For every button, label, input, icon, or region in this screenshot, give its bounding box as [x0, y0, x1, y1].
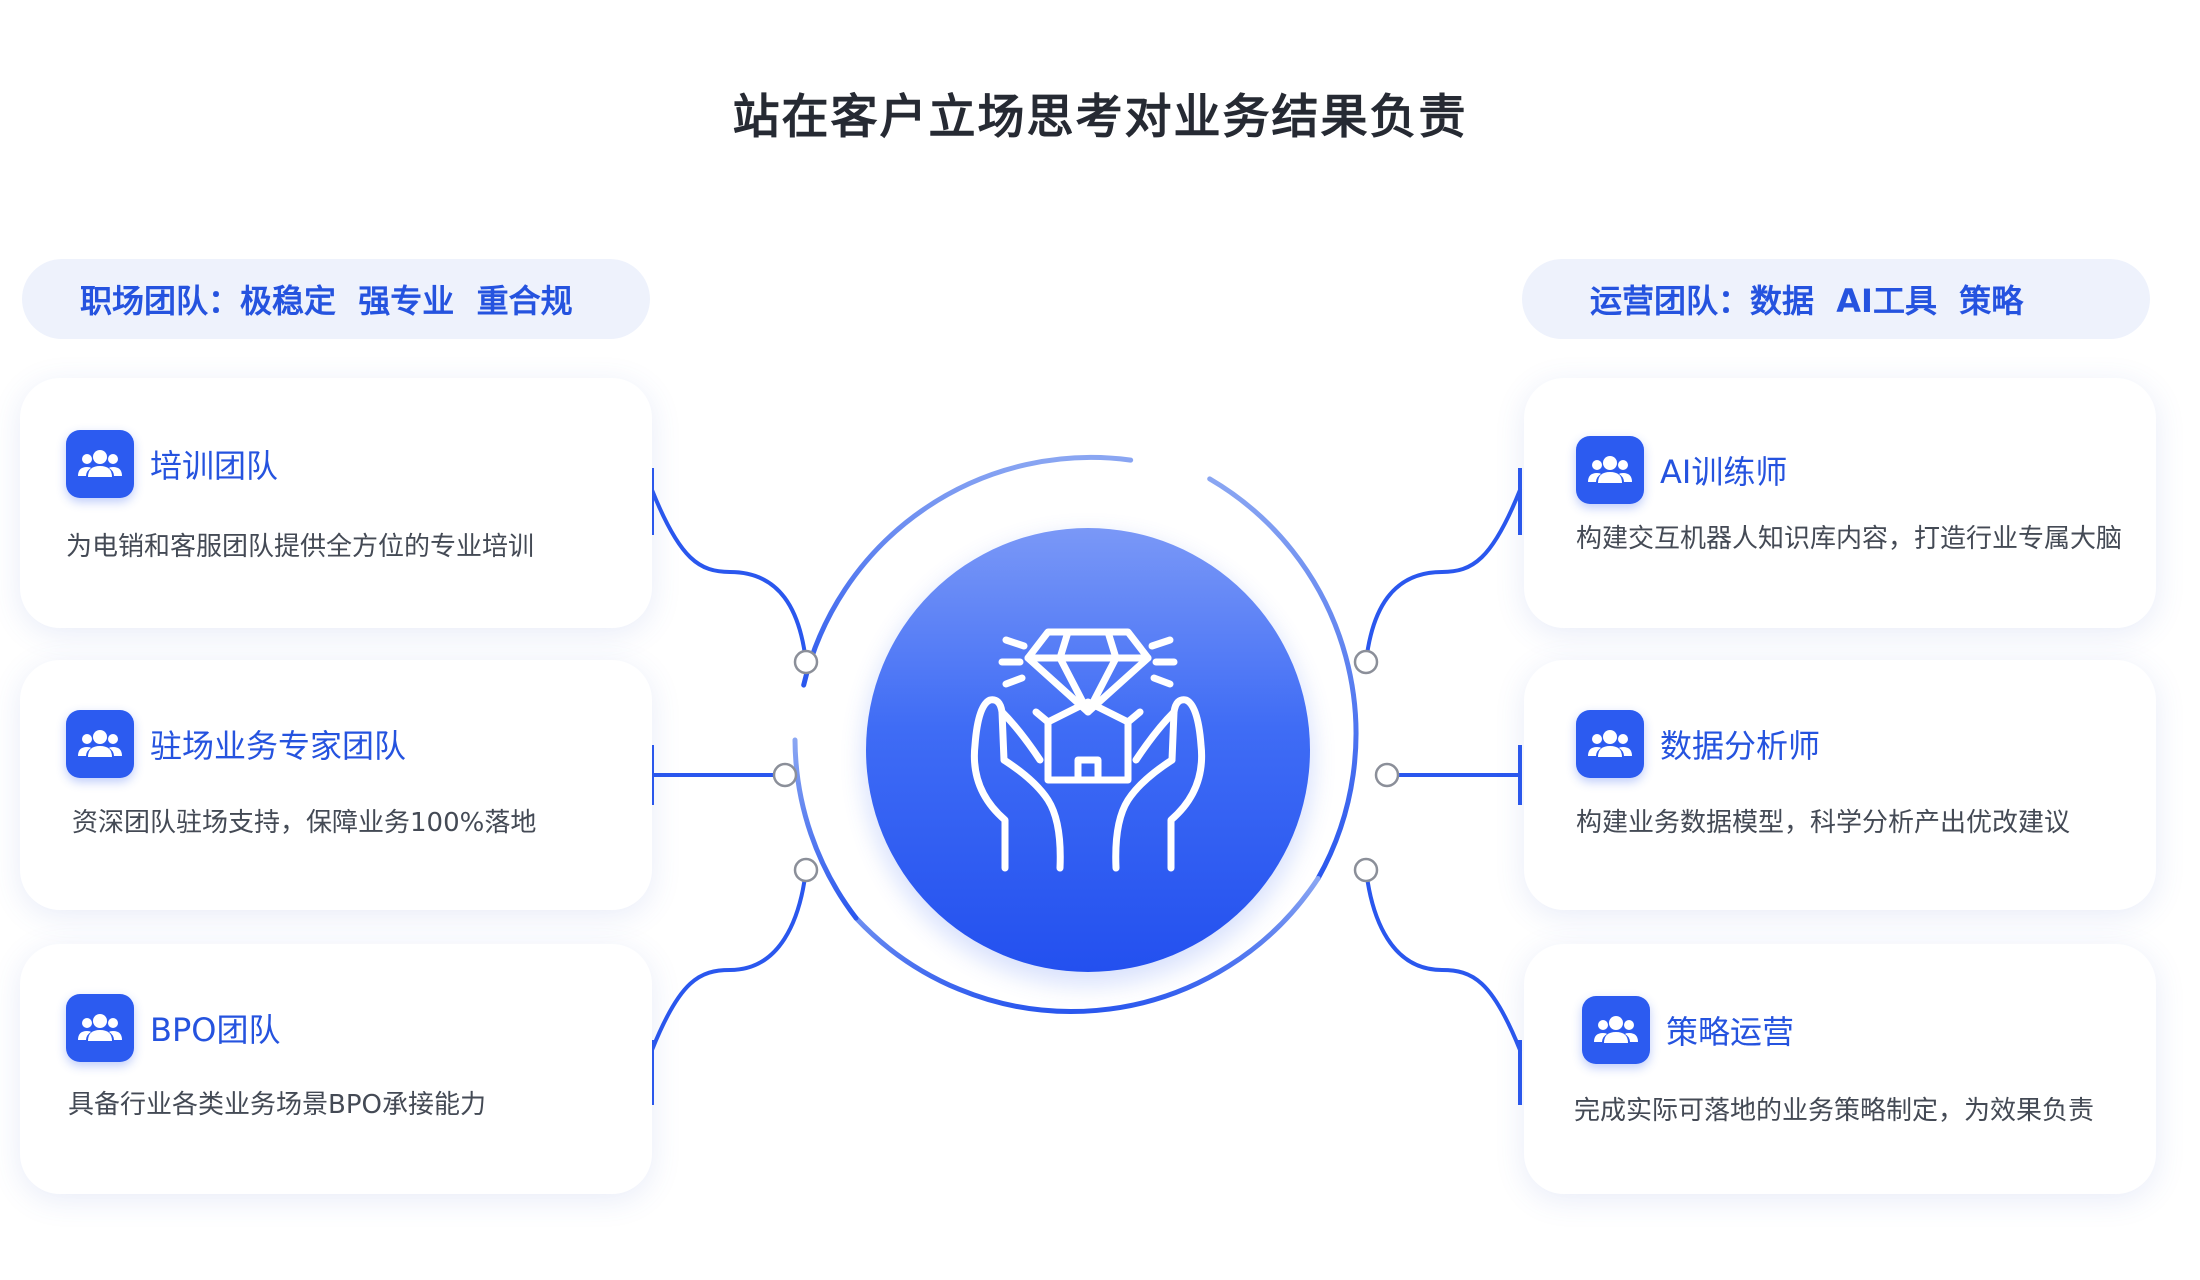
left-group-label-text: 职场团队：极稳定 强专业 重合规 — [80, 282, 573, 320]
card-bpo-team: BPO团队 具备行业各类业务场景BPO承接能力 — [20, 944, 652, 1194]
center-circle — [866, 528, 1310, 972]
card-description: 具备行业各类业务场景BPO承接能力 — [68, 1090, 486, 1120]
card-title: 驻场业务专家团队 — [150, 727, 407, 765]
card-description: 构建交互机器人知识库内容，打造行业专属大脑 — [1576, 524, 2123, 554]
team-icon — [1576, 436, 1644, 504]
card-onsite-expert-team: 驻场业务专家团队 资深团队驻场支持，保障业务100%落地 — [20, 660, 652, 910]
page-title: 站在客户立场思考对业务结果负责 — [732, 90, 1468, 145]
left-group-label: 职场团队：极稳定 强专业 重合规 — [22, 259, 650, 339]
outer-ring — [792, 454, 1359, 1014]
card-description: 为电销和客服团队提供全方位的专业培训 — [66, 532, 535, 562]
diamond-hands-icon — [970, 628, 1206, 872]
right-connectors — [1364, 488, 1522, 1052]
card-title: 数据分析师 — [1660, 727, 1821, 765]
team-icon — [1576, 710, 1644, 778]
card-ai-trainer: AI训练师 构建交互机器人知识库内容，打造行业专属大脑 — [1524, 378, 2156, 628]
right-group-label-text: 运营团队：数据 AI工具 策略 — [1590, 282, 2024, 320]
team-icon — [66, 994, 134, 1062]
card-strategy-operations: 策略运营 完成实际可落地的业务策略制定，为效果负责 — [1524, 944, 2156, 1194]
card-title: 策略运营 — [1666, 1013, 1795, 1051]
card-title: 培训团队 — [150, 447, 279, 485]
team-icon — [66, 430, 134, 498]
card-description: 完成实际可落地的业务策略制定，为效果负责 — [1574, 1096, 2095, 1126]
card-description: 构建业务数据模型，科学分析产出优改建议 — [1576, 808, 2071, 838]
right-group-label: 运营团队：数据 AI工具 策略 — [1522, 259, 2150, 339]
card-title: BPO团队 — [150, 1011, 281, 1049]
card-description: 资深团队驻场支持，保障业务100%落地 — [72, 808, 537, 838]
team-icon — [1582, 996, 1650, 1064]
card-training-team: 培训团队 为电销和客服团队提供全方位的专业培训 — [20, 378, 652, 628]
card-data-analyst: 数据分析师 构建业务数据模型，科学分析产出优改建议 — [1524, 660, 2156, 910]
card-title: AI训练师 — [1660, 453, 1788, 491]
left-connectors — [650, 488, 808, 1052]
team-icon — [66, 710, 134, 778]
connector-nodes — [772, 649, 1400, 883]
